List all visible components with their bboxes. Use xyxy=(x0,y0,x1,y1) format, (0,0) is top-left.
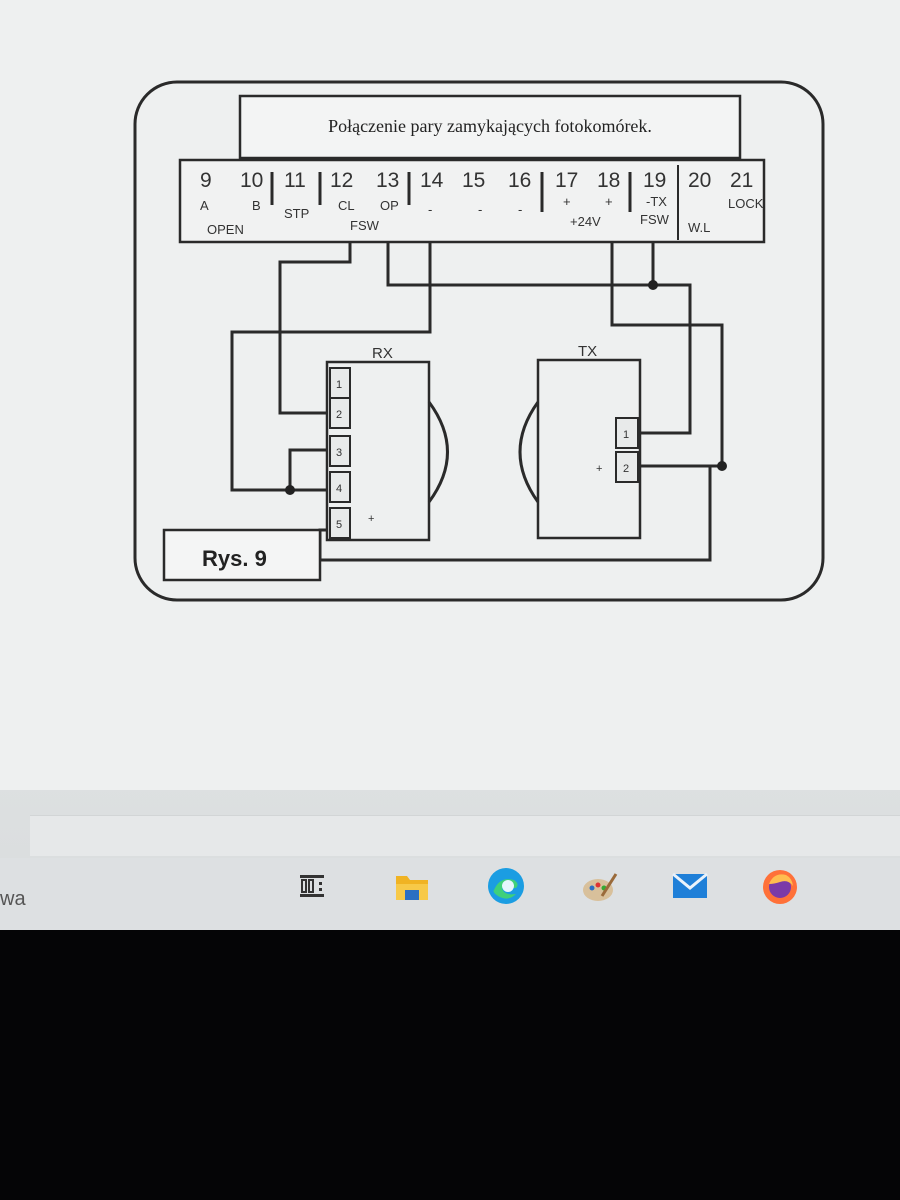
group-label-open: OPEN xyxy=(207,222,244,237)
rx-pin-1: 1 xyxy=(336,379,342,391)
terminal-14-sub: - xyxy=(428,202,432,217)
tx-device: TX 1 2 + xyxy=(518,343,642,540)
terminal-15-sub: - xyxy=(478,202,482,217)
terminal-20-sub: W.L xyxy=(688,220,710,235)
terminal-10-sub: B xyxy=(252,198,261,213)
group-label-24v: +24V xyxy=(570,214,601,229)
terminal-9: 9 xyxy=(200,169,212,192)
terminal-14: 14 xyxy=(420,169,444,192)
rx-label: RX xyxy=(372,345,393,362)
tx-plus: + xyxy=(596,463,602,475)
terminal-12-sub: CL xyxy=(338,198,355,213)
tx-pin-2: 2 xyxy=(623,463,629,475)
rx-device: RX 1 2 3 4 5 + xyxy=(325,345,449,542)
edge-icon[interactable] xyxy=(486,866,526,906)
terminal-17: 17 xyxy=(555,169,578,192)
monitor-bezel xyxy=(0,930,900,1200)
diagram-title: Połączenie pary zamykających fotokomórek… xyxy=(328,116,652,136)
rx-pin-2: 2 xyxy=(336,409,342,421)
monitor-screen: Połączenie pary zamykających fotokomórek… xyxy=(0,0,900,930)
rx-plus: + xyxy=(368,513,374,525)
paint-icon[interactable] xyxy=(580,866,620,906)
terminal-16: 16 xyxy=(508,169,531,192)
terminal-10: 10 xyxy=(240,169,263,192)
title-box xyxy=(238,94,742,160)
terminal-13-sub: OP xyxy=(380,198,399,213)
terminal-9-sub: A xyxy=(200,198,209,213)
file-explorer-icon[interactable] xyxy=(392,866,432,906)
rx-pin-4: 4 xyxy=(336,483,342,495)
wiring-diagram: Połączenie pary zamykających fotokomórek… xyxy=(133,80,825,602)
rx-pin-5: 5 xyxy=(336,519,342,531)
terminal-11-sub: STP xyxy=(284,206,309,221)
rx-pin-3: 3 xyxy=(336,447,342,459)
terminal-21-sub: LOCK xyxy=(728,196,764,211)
terminal-21: 21 xyxy=(730,169,753,192)
terminal-18: 18 xyxy=(597,169,620,192)
group-label-fsw: FSW xyxy=(350,218,380,233)
terminal-19: 19 xyxy=(643,169,666,192)
terminal-13: 13 xyxy=(376,169,399,192)
terminal-17-sub: + xyxy=(563,194,571,209)
taskbar xyxy=(0,858,900,930)
diagram-frame xyxy=(133,80,825,602)
page-strip xyxy=(30,815,900,856)
terminal-16-sub: - xyxy=(518,202,522,217)
mail-icon[interactable] xyxy=(670,866,710,906)
figure-label-box xyxy=(162,528,322,582)
tx-label: TX xyxy=(578,343,597,360)
terminal-20: 20 xyxy=(688,169,711,192)
terminal-18-sub: + xyxy=(605,194,613,209)
firefox-icon[interactable] xyxy=(760,866,800,906)
terminal-11: 11 xyxy=(284,169,306,192)
taskbar-search-fragment[interactable]: wa xyxy=(0,888,26,910)
tx-pin-1: 1 xyxy=(623,429,629,441)
terminal-block xyxy=(178,158,766,244)
task-view-icon[interactable] xyxy=(292,866,332,906)
figure-label: Rys. 9 xyxy=(202,546,267,571)
terminal-12: 12 xyxy=(330,169,353,192)
terminal-19-sub: -TX xyxy=(646,194,667,209)
group-label-fsw-tx: FSW xyxy=(640,212,670,227)
terminal-15: 15 xyxy=(462,169,485,192)
